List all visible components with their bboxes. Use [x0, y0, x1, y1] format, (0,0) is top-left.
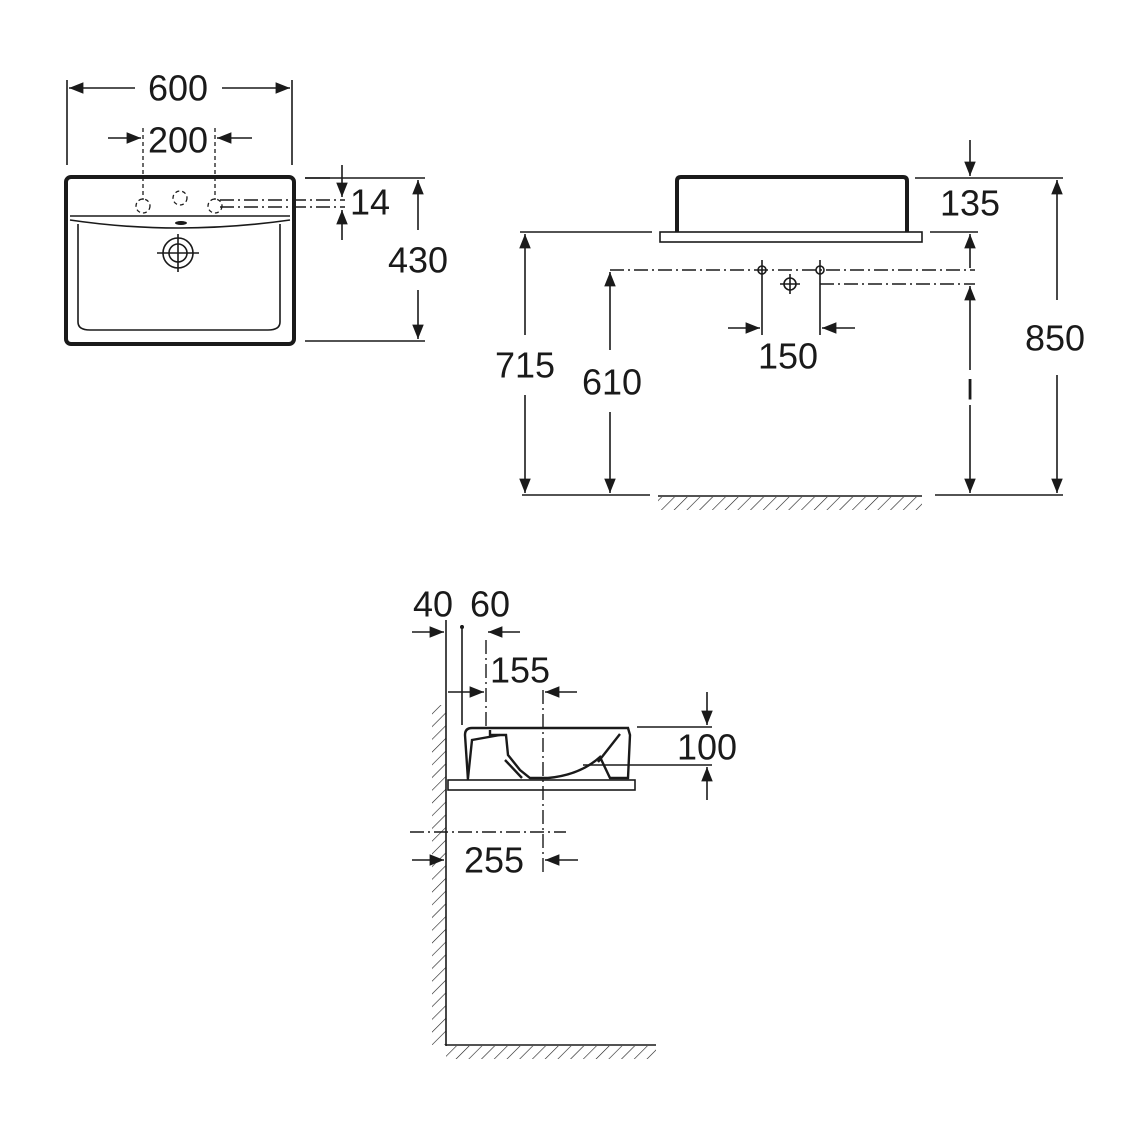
- dim-tap-height: 610: [582, 362, 642, 403]
- basin-outline: [64, 175, 296, 346]
- tap-marker-icons: [757, 260, 825, 335]
- centre-marker: I: [966, 374, 974, 407]
- dim-wall-gap: 40: [413, 584, 453, 625]
- tap-hole-icons: [135, 190, 223, 214]
- dim-drain-from-wall: 255: [464, 840, 524, 881]
- drain-icon: [157, 234, 199, 272]
- dim-bowl-depth: 100: [677, 727, 737, 768]
- dim-tap-offset-side: 60: [470, 584, 510, 625]
- side-view: 40 60 155 100 255: [410, 584, 737, 1059]
- wall-hatch: [432, 705, 446, 1045]
- countertop: [659, 231, 923, 243]
- basin-profile: [463, 726, 632, 781]
- dim-tap-offset: 14: [350, 182, 390, 223]
- dim-tap-to-drain: 155: [490, 650, 550, 691]
- top-view: 600 200 14 430: [64, 68, 448, 346]
- dim-basin-height: 135: [940, 183, 1000, 224]
- front-view: 135 850 715 610 150 I: [495, 140, 1085, 510]
- bowl-outline: [77, 224, 281, 331]
- dim-counter-height: 715: [495, 345, 555, 386]
- dim-total-height: 850: [1025, 318, 1085, 359]
- floor-hatch-side: [446, 1046, 656, 1059]
- dim-tap-spacing: 200: [148, 120, 208, 161]
- floor-hatch: [658, 497, 922, 510]
- dim-tap-spacing-front: 150: [758, 336, 818, 377]
- dim-depth: 430: [388, 240, 448, 281]
- basin-front: [675, 175, 909, 232]
- countertop-side: [447, 779, 636, 791]
- dim-width: 600: [148, 68, 208, 109]
